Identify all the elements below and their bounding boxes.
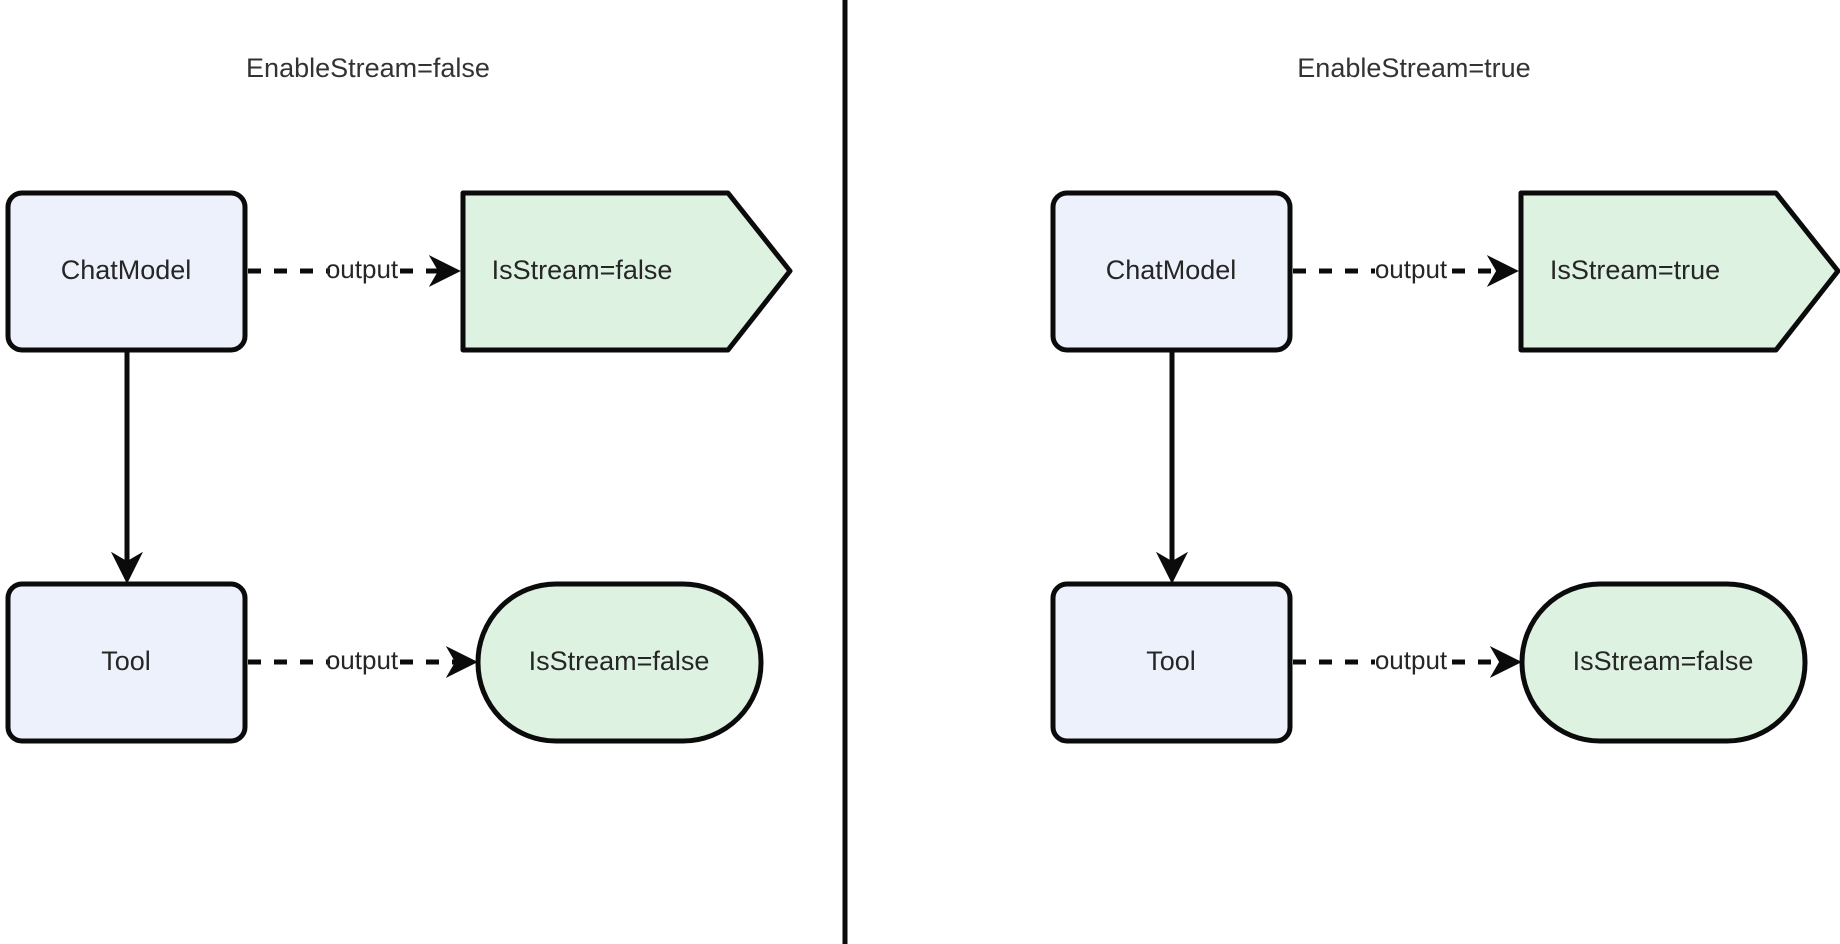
node-left-isstream-top[interactable]: IsStream=false (460, 190, 793, 353)
panel-left-title: EnableStream=false (246, 53, 490, 83)
node-left-chatmodel[interactable]: ChatModel (5, 190, 248, 353)
right-edge-label-output-top: output (1375, 254, 1448, 284)
node-right-isstream-bottom[interactable]: IsStream=false (1519, 581, 1808, 744)
left-isstream-top-label: IsStream=false (492, 255, 673, 285)
left-chatmodel-label: ChatModel (61, 255, 192, 285)
right-tool-label: Tool (1146, 646, 1196, 676)
right-tool-shape (1050, 581, 1293, 744)
node-right-chatmodel[interactable]: ChatModel (1050, 190, 1293, 353)
left-isstream-bottom-shape (475, 581, 764, 744)
right-edge-label-output-bottom: output (1375, 645, 1448, 675)
left-isstream-bottom-label: IsStream=false (529, 646, 710, 676)
node-right-isstream-top[interactable]: IsStream=true (1518, 190, 1840, 353)
right-isstream-top-label: IsStream=true (1550, 255, 1720, 285)
left-edge-label-output-top: output (326, 254, 399, 284)
left-chatmodel-shape (5, 190, 248, 353)
right-isstream-bottom-shape (1519, 581, 1808, 744)
node-right-tool[interactable]: Tool (1050, 581, 1293, 744)
right-chatmodel-label: ChatModel (1106, 255, 1237, 285)
node-left-isstream-bottom[interactable]: IsStream=false (475, 581, 764, 744)
right-edge-tool-output: output (1293, 645, 1522, 679)
panel-right: output output ChatModel IsStream=true To… (1050, 190, 1840, 744)
left-tool-shape (5, 581, 248, 744)
left-edge-chatmodel-output: output (248, 254, 461, 288)
left-isstream-top-shape (460, 190, 793, 353)
right-isstream-top-shape (1518, 190, 1840, 353)
right-chatmodel-shape (1050, 190, 1293, 353)
left-edge-tool-output: output (248, 645, 478, 679)
right-isstream-bottom-label: IsStream=false (1573, 646, 1754, 676)
node-left-tool[interactable]: Tool (5, 581, 248, 744)
left-edge-label-output-bottom: output (326, 645, 399, 675)
left-tool-label: Tool (101, 646, 151, 676)
panel-right-title: EnableStream=true (1297, 53, 1530, 83)
right-edge-chatmodel-output: output (1293, 254, 1519, 288)
panel-left: output output ChatModel IsStream=false T… (5, 190, 793, 744)
